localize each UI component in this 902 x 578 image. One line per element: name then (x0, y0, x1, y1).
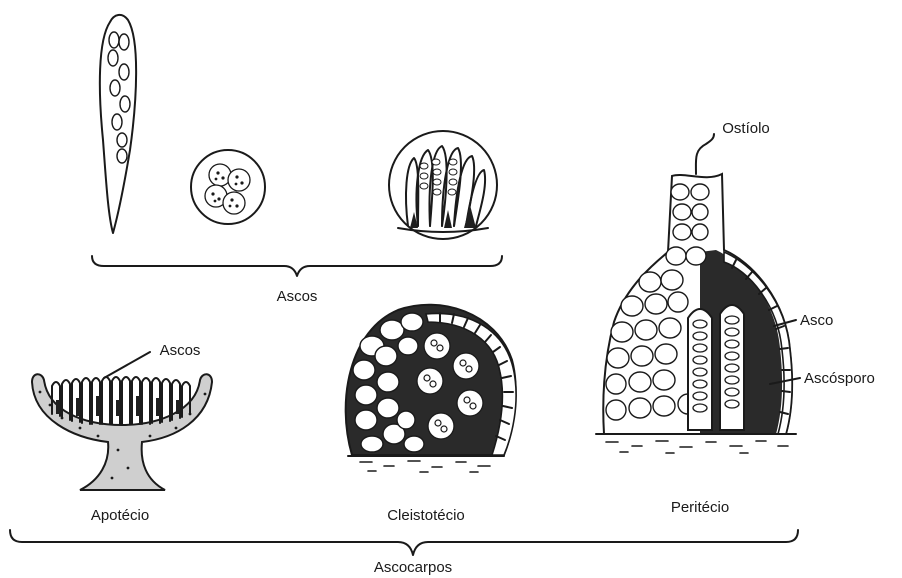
ostiolo-label: Ostíolo (722, 120, 770, 137)
ascocarpos-label: Ascocarpos (374, 559, 452, 576)
apotecio-drawing (32, 352, 212, 490)
ascus-globose (191, 150, 265, 224)
ascos-group-label: Ascos (277, 288, 318, 305)
ascus-cluster-circle (389, 131, 497, 239)
ascos-brace (92, 256, 502, 276)
ascos-pointer-label: Ascos (160, 342, 201, 359)
cleistotecio-drawing (346, 305, 516, 472)
peritecio-label: Peritécio (671, 499, 729, 516)
apotecio-label: Apotécio (91, 507, 149, 524)
peritecio-drawing (596, 134, 800, 453)
asco-label: Asco (800, 312, 833, 329)
cleistotecio-label: Cleistotécio (387, 507, 465, 524)
ascosporo-label: Ascósporo (804, 370, 875, 387)
ascus-elongated (100, 15, 136, 233)
ascocarpos-brace (10, 530, 798, 555)
